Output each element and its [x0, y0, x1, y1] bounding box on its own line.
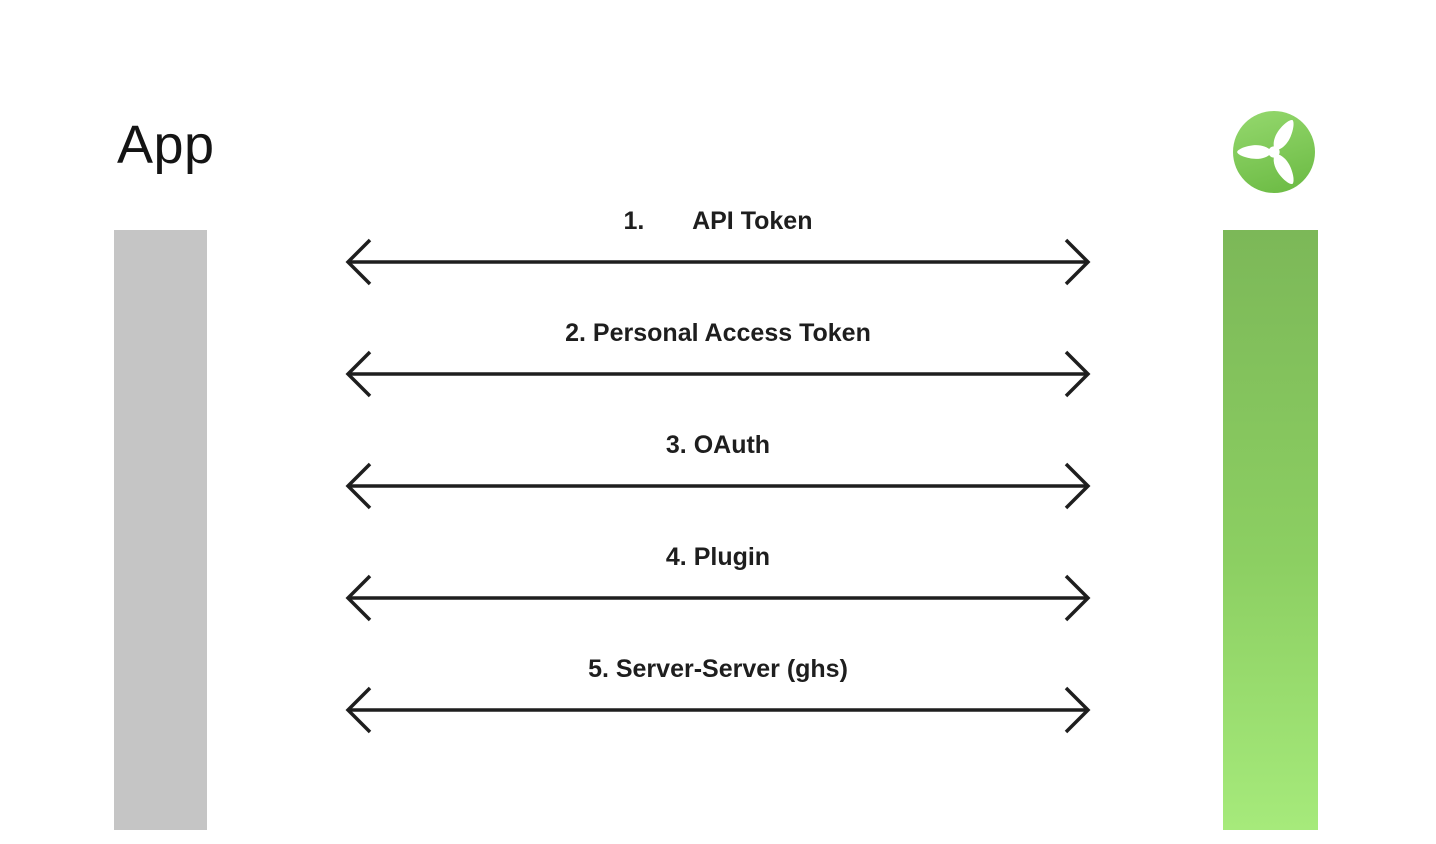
connection-row: 5. Server-Server (ghs)	[343, 654, 1093, 740]
app-lifeline-bar	[114, 230, 207, 830]
app-entity-title: App	[117, 115, 215, 175]
propeller-logo-icon	[1233, 111, 1315, 193]
double-arrow-icon	[345, 350, 1091, 398]
connection-label: 1. API Token	[623, 207, 813, 235]
double-arrow-icon	[345, 686, 1091, 734]
connection-row: 1. API Token	[343, 206, 1093, 292]
connection-label: 3. OAuth	[665, 431, 771, 459]
connection-label: 4. Plugin	[665, 543, 771, 571]
double-arrow-icon	[345, 462, 1091, 510]
service-lifeline-bar	[1223, 230, 1318, 830]
connection-row: 3. OAuth	[343, 430, 1093, 516]
connection-row: 4. Plugin	[343, 542, 1093, 628]
double-arrow-icon	[345, 574, 1091, 622]
double-arrow-icon	[345, 238, 1091, 286]
connection-row: 2. Personal Access Token	[343, 318, 1093, 404]
connection-label: 5. Server-Server (ghs)	[588, 655, 848, 683]
connection-label: 2. Personal Access Token	[565, 319, 871, 347]
